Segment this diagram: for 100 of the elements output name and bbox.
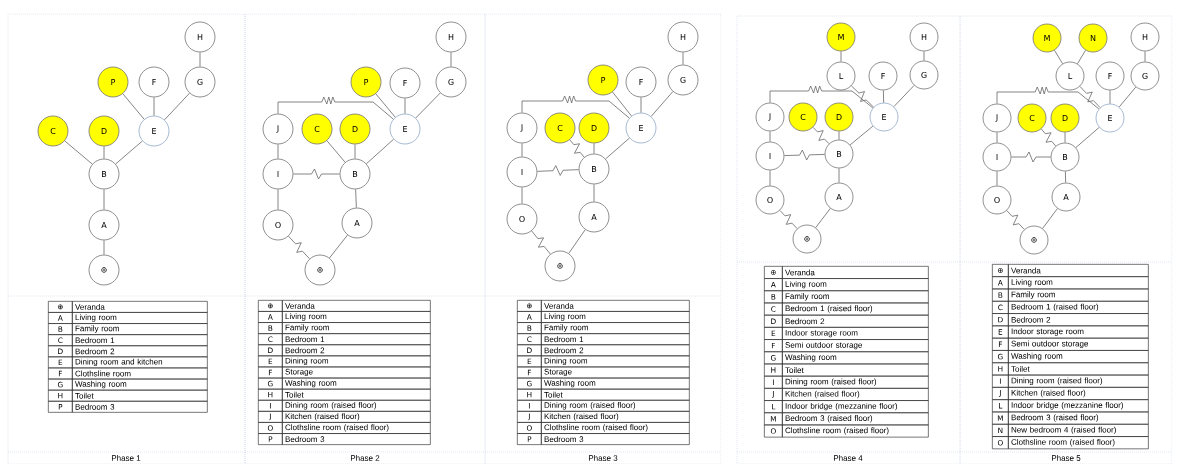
connector-line — [122, 93, 145, 120]
table-cell: Bedroom 2 — [282, 344, 431, 357]
connector-line — [355, 189, 357, 208]
table-cell: Indoor bridge (mezzanine floor) — [1008, 399, 1149, 413]
connector-line — [103, 189, 105, 210]
table-cell: Clothsline room — [72, 367, 208, 380]
table-cell: Living room — [541, 311, 690, 323]
table-cell: Veranda — [782, 266, 929, 279]
connector-line — [769, 85, 874, 109]
table-cell: Dining room — [541, 355, 690, 368]
table-cell: Family room — [541, 322, 690, 334]
connector-line — [293, 168, 340, 180]
table-cell: Bedroom 1 — [282, 333, 431, 346]
table-cell: Bedroom 2 — [541, 344, 690, 357]
table-cell: Bedroom 1 — [72, 334, 208, 347]
phase-caption: Phase 4 — [834, 455, 863, 461]
table-cell: Toilet — [782, 363, 929, 377]
connector-line — [521, 95, 630, 119]
connector-line — [893, 85, 915, 107]
connector-line — [1006, 210, 1025, 230]
table-cell: Toilet — [1008, 362, 1149, 376]
connector-line — [153, 97, 155, 116]
connector-line — [415, 92, 441, 119]
connector-line — [329, 234, 348, 259]
phase-caption: Phase 2 — [351, 455, 380, 461]
table-cell: Veranda — [72, 301, 208, 313]
connector-line — [103, 240, 105, 255]
table-cell: Family room — [282, 322, 431, 334]
connector-line — [569, 139, 585, 158]
connector-line — [537, 165, 579, 176]
table-cell: Living room — [282, 311, 431, 323]
connector-line — [277, 96, 394, 120]
connector-line — [1079, 86, 1101, 108]
table-cell: Washing room — [282, 377, 431, 390]
connector-line — [1118, 86, 1137, 108]
connector-line — [838, 168, 840, 183]
connector-line — [769, 131, 771, 142]
table-cell: Dining room (raised floor) — [541, 399, 690, 412]
table-cell: Washing room — [541, 377, 690, 390]
connector-line — [593, 184, 595, 202]
table-cell: Storage — [541, 366, 690, 379]
connector-line — [1077, 49, 1086, 65]
table-cell: Bedroom 2 — [782, 314, 929, 328]
connector-line — [568, 229, 586, 254]
connector-line — [199, 52, 201, 67]
connector-line — [1042, 208, 1058, 229]
connector-line — [326, 140, 346, 163]
connector-line — [531, 230, 551, 255]
connector-line — [1064, 132, 1066, 143]
table-cell: Bedroom 1 (raised floor) — [1008, 300, 1149, 314]
table-cell: Kitchen (raised floor) — [541, 411, 690, 423]
table-cell: Indoor bridge (mezzanine floor) — [782, 400, 929, 414]
phase-caption: Phase 5 — [1052, 455, 1081, 461]
table-cell: Toilet — [72, 389, 208, 402]
connector-line — [882, 90, 885, 103]
connector-line — [521, 143, 523, 157]
phase-caption: Phase 1 — [111, 455, 141, 461]
table-cell: Veranda — [1008, 264, 1149, 277]
connector-line — [366, 138, 394, 165]
table-cell: Family room — [1008, 288, 1149, 302]
table-cell: Living room — [782, 278, 929, 292]
table-cell: Semi outdoor storage — [782, 339, 929, 353]
connector-line — [1144, 51, 1146, 62]
connector-line — [354, 144, 356, 159]
connector-line — [996, 132, 998, 143]
table-cell: Toilet — [282, 388, 431, 401]
connector-line — [1064, 171, 1067, 183]
connector-line — [650, 91, 674, 117]
connector-line — [450, 52, 452, 67]
connector-line — [923, 51, 925, 61]
connector-line — [815, 208, 831, 228]
table-cell: Kitchen (raised floor) — [282, 411, 431, 423]
table-cell: Living room — [72, 312, 208, 324]
table-cell: Bedroom 1 — [541, 333, 690, 346]
table-cell: Indoor storage room — [1008, 325, 1149, 339]
connector-line — [996, 86, 1100, 110]
connector-line — [840, 51, 842, 62]
table-cell: Dining room and kitchen — [72, 356, 208, 369]
connector-line — [375, 93, 396, 118]
connector-line — [164, 92, 190, 121]
phase-caption: Phase 3 — [589, 455, 618, 461]
table-cell: Bedroom 3 (raised floor) — [1008, 411, 1149, 425]
table-cell: Bedroom 2 — [1008, 313, 1149, 327]
connector-line — [849, 125, 874, 146]
connector-line — [1011, 151, 1051, 163]
table-cell: Veranda — [282, 300, 431, 312]
connector-line — [769, 170, 771, 186]
connector-line — [593, 143, 595, 154]
table-cell: Dining room (raised floor) — [782, 375, 929, 389]
table-cell: Dining room (raised floor) — [282, 399, 431, 412]
connector-line — [605, 137, 630, 160]
table-cell: Family room — [72, 323, 208, 335]
table-cell: Washing room — [72, 378, 208, 391]
table-cell: Bedroom 3 (raised floor) — [782, 412, 929, 426]
connector-line — [784, 149, 825, 161]
connector-line — [404, 98, 406, 114]
connector-line — [64, 140, 93, 165]
connector-line — [277, 189, 279, 210]
connector-line — [103, 146, 105, 159]
connector-line — [1054, 49, 1063, 65]
